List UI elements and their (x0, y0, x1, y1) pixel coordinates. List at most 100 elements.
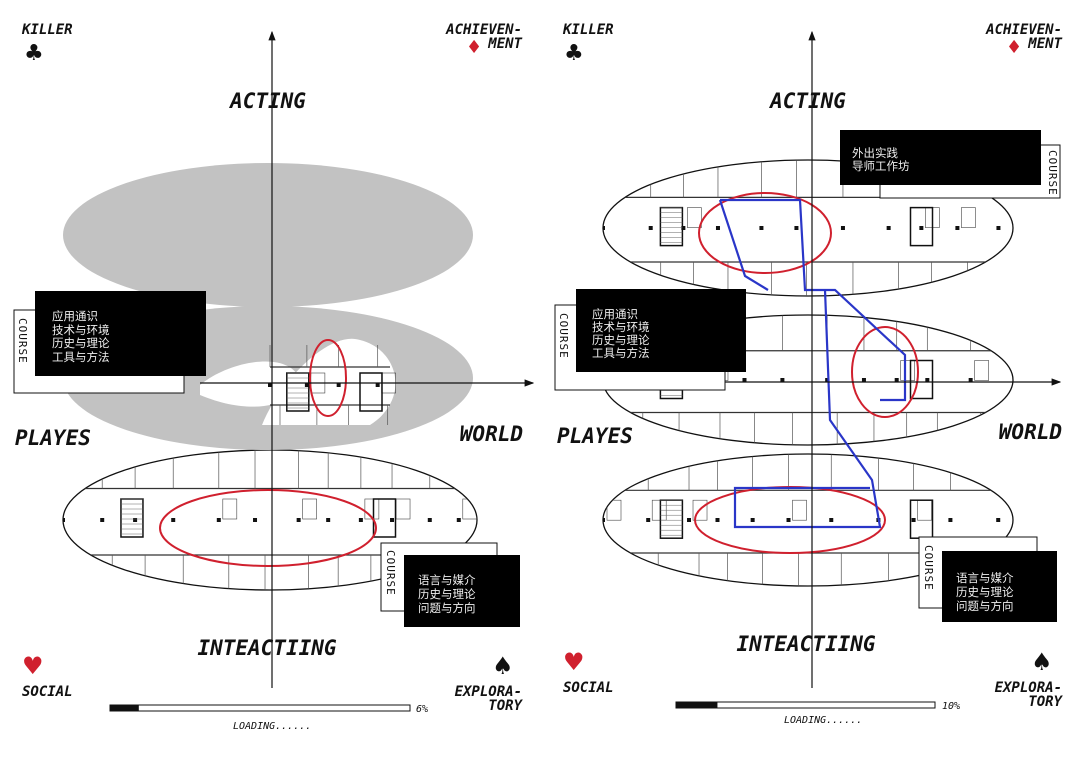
axis-label-playes: PLAYES (557, 424, 633, 448)
club-icon: ♣ (564, 41, 584, 66)
club-icon: ♣ (24, 41, 44, 66)
course-line: 问题与方向 (956, 599, 1014, 613)
plan-line (603, 226, 605, 230)
course-line: 历史与理论 (52, 336, 110, 350)
plan-line (253, 518, 258, 522)
course-line: 工具与方法 (592, 346, 650, 360)
plan-line (715, 226, 720, 230)
axis-label-playes: PLAYES (15, 426, 91, 450)
plan-line (792, 499, 807, 521)
plan-line (925, 378, 930, 382)
course-line: 语言与媒介 (418, 573, 476, 587)
corner-label-social: SOCIAL (22, 684, 73, 700)
loading-progress: 6% LOADING...... (109, 704, 428, 732)
course-tag: COURSE (922, 545, 935, 591)
corner-label-achievement: ACHIEVEN- (445, 22, 522, 38)
corner-label-achievement: ACHIEVEN- (985, 22, 1062, 38)
masked-floor-top (63, 163, 473, 307)
course-line: 问题与方向 (418, 601, 476, 615)
panel-right: COURSE 应用通识 技术与环境 历史与理论 工具与方法 COURSE 语言与… (554, 22, 1064, 726)
circulation-path (718, 198, 907, 529)
plan-line (955, 226, 960, 230)
plan-line (336, 383, 341, 387)
corner-label-killer: KILLER (21, 22, 73, 38)
spade-icon: ♠ (492, 652, 514, 680)
corner-label-exploratory-2: TORY (488, 698, 523, 714)
plan-line (750, 518, 755, 522)
plan-line (296, 518, 301, 522)
axis-label-inteactiing: INTEACTIING (197, 636, 336, 660)
diamond-icon: ♦ (466, 37, 482, 58)
course-line: 历史与理论 (956, 585, 1014, 599)
plan-line (304, 383, 309, 387)
loading-label: LOADING...... (233, 721, 311, 732)
corner-label-exploratory: EXPLORA- (455, 684, 522, 700)
axis-label-world: WORLD (999, 420, 1062, 444)
axis-label-acting: ACTING (228, 89, 306, 113)
plan-line (759, 226, 764, 230)
plan-line (780, 378, 785, 382)
plan-line (359, 372, 383, 412)
diamond-icon: ♦ (1006, 37, 1022, 58)
plan-line (919, 226, 924, 230)
course-line: 工具与方法 (52, 350, 110, 364)
course-box-general: COURSE 应用通识 技术与环境 历史与理论 工具与方法 (554, 289, 746, 391)
plan-line (840, 226, 845, 230)
plan-line (326, 518, 331, 522)
corner-label-achievement-2: MENT (487, 36, 522, 52)
plan-line (687, 518, 692, 522)
loading-label: LOADING...... (784, 715, 862, 726)
plan-line (961, 207, 976, 228)
highlight-ellipse (309, 339, 347, 417)
plan-line (909, 206, 934, 247)
plan-line (829, 518, 834, 522)
plan-line (268, 383, 272, 387)
plan-line (603, 518, 605, 522)
plan-line (606, 499, 622, 521)
panel-left: COURSE 应用通识 技术与环境 历史与理论 工具与方法 COURSE 语言与… (13, 22, 535, 732)
plan-line (375, 383, 380, 387)
course-tag: COURSE (16, 318, 29, 364)
plan-line (63, 518, 65, 522)
plan-line (216, 518, 221, 522)
plan-line (171, 518, 176, 522)
corner-label-social: SOCIAL (563, 680, 614, 696)
course-tag: COURSE (557, 313, 570, 359)
plan-line (900, 360, 915, 381)
course-line: 历史与理论 (592, 333, 650, 347)
plan-line (974, 360, 989, 381)
course-line: 技术与环境 (592, 320, 650, 334)
course-line: 应用通识 (52, 309, 98, 323)
plan-line (996, 226, 1001, 230)
plan-line (222, 498, 238, 520)
plan-line (886, 226, 891, 230)
axis-label-acting: ACTING (768, 89, 846, 113)
plan-line (825, 378, 830, 382)
course-tag: COURSE (1046, 150, 1059, 196)
plan-line (742, 378, 747, 382)
axis-label-inteactiing: INTEACTIING (736, 632, 875, 656)
plan-line (456, 518, 461, 522)
plan-line (133, 518, 138, 522)
heart-icon: ♥ (22, 652, 44, 680)
course-line: 语言与媒介 (956, 571, 1014, 585)
spade-icon: ♠ (1031, 648, 1053, 676)
heart-icon: ♥ (563, 648, 585, 676)
plan-line (427, 518, 432, 522)
course-box-language: COURSE 语言与媒介 历史与理论 问题与方向 (918, 536, 1057, 622)
course-line: 技术与环境 (52, 323, 110, 337)
plan-line (715, 518, 720, 522)
plan-line (681, 226, 686, 230)
floor-plan-bottom (62, 449, 478, 591)
plan-line (909, 359, 934, 400)
course-tag: COURSE (384, 550, 397, 596)
course-line: 外出实践 (852, 146, 898, 160)
corner-label-achievement-2: MENT (1027, 36, 1062, 52)
course-line: 应用通识 (592, 307, 638, 321)
plan-line (794, 226, 799, 230)
loading-percent: 6% (416, 704, 428, 715)
plan-line (646, 518, 651, 522)
plan-line (861, 378, 866, 382)
course-box-language: COURSE 语言与媒介 历史与理论 问题与方向 (380, 542, 520, 627)
